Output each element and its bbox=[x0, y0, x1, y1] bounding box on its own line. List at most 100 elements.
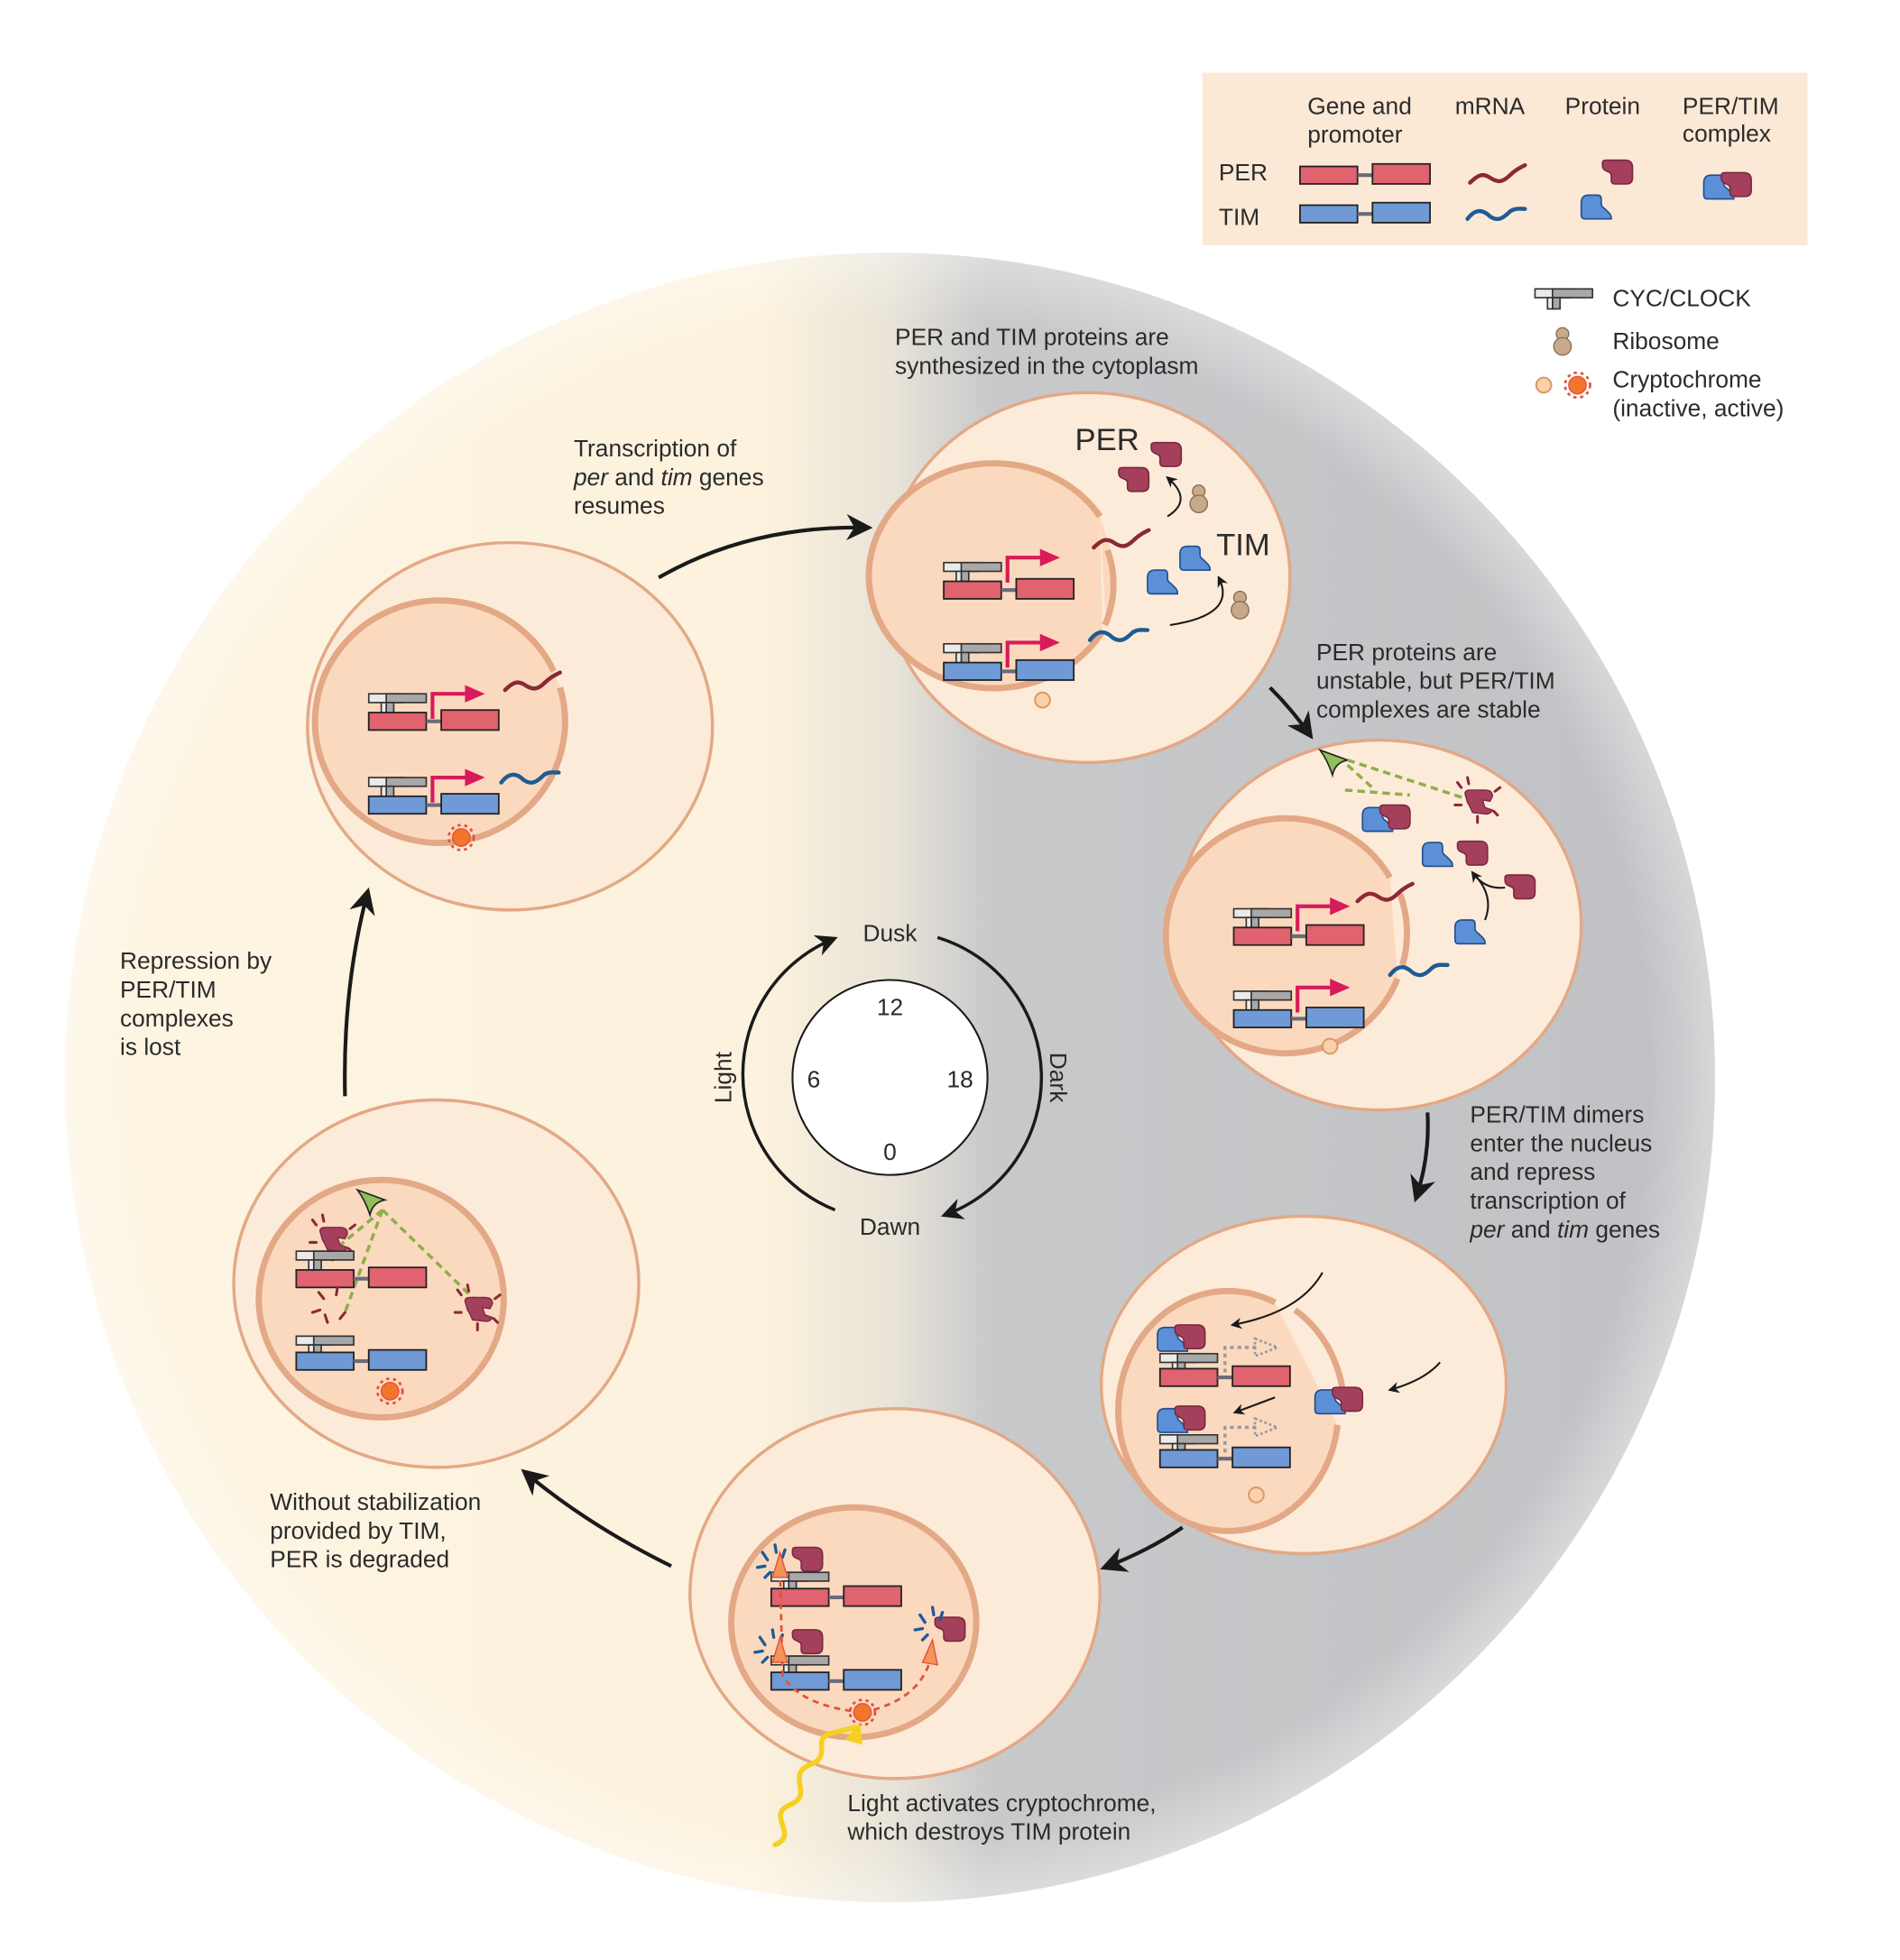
label-transcription-resumes: Transcription of per and tim genes resum… bbox=[573, 435, 764, 520]
clock-dark-label: Dark bbox=[1045, 1053, 1072, 1103]
key-cyc-clock: CYC/CLOCK bbox=[1612, 285, 1751, 312]
step-text: Without stabilization bbox=[270, 1488, 481, 1515]
step-text: PER/TIM dimers bbox=[1470, 1100, 1644, 1127]
step-text: is lost bbox=[120, 1034, 181, 1061]
legend-col-gene: Gene and bbox=[1307, 92, 1412, 119]
step-text: PER is degraded bbox=[270, 1546, 449, 1573]
step-text: per and tim genes bbox=[1469, 1216, 1660, 1243]
binding-arrow bbox=[1471, 871, 1490, 921]
gene-name-per: per bbox=[573, 464, 609, 491]
key-cryptochrome: Cryptochrome bbox=[1612, 366, 1761, 393]
nucleus bbox=[865, 460, 1105, 692]
phosphorylation-path bbox=[336, 1209, 476, 1313]
clock-hour-0: 0 bbox=[883, 1138, 897, 1165]
gene-name-tim: tim bbox=[1557, 1216, 1589, 1243]
cell-dimers-enter-nucleus bbox=[1099, 1214, 1508, 1556]
step-text: synthesized in the cytoplasm bbox=[895, 353, 1198, 380]
legend-row-per: PER bbox=[1219, 159, 1268, 186]
legend-col-complex: PER/TIM bbox=[1683, 92, 1779, 119]
arrow-to-synthesis bbox=[658, 513, 873, 580]
nuclear-envelope bbox=[1102, 548, 1117, 627]
arrow-to-nuclear-entry bbox=[1410, 1112, 1435, 1203]
legend-col-mrna: mRNA bbox=[1455, 92, 1526, 119]
cryptochrome-path bbox=[779, 1569, 863, 1714]
clock-hour-6: 6 bbox=[807, 1066, 821, 1093]
cell-light-activates-cryptochrome bbox=[688, 1407, 1102, 1848]
step-text: PER proteins are bbox=[1316, 639, 1497, 666]
cryptochrome-attack-arrow bbox=[771, 1634, 789, 1663]
day-clock: 12 6 18 0 Dusk Dawn Light Dark bbox=[710, 920, 1072, 1241]
cell-proteins-synthesized: PER TIM bbox=[865, 391, 1292, 765]
clock-dawn-label: Dawn bbox=[860, 1213, 920, 1240]
nuclear-envelope bbox=[1397, 892, 1410, 966]
legend-col-complex-2: complex bbox=[1683, 120, 1771, 147]
cryptochrome-inactive-icon bbox=[1321, 1037, 1339, 1055]
step-text: and bbox=[608, 464, 661, 491]
cryptochrome-inactive-icon bbox=[1248, 1486, 1265, 1504]
label-per-degraded: Without stabilization provided by TIM, P… bbox=[270, 1488, 481, 1573]
clock-hour-18: 18 bbox=[946, 1066, 973, 1093]
step-text: and bbox=[1504, 1216, 1557, 1243]
phosphorylation-path bbox=[1344, 759, 1471, 802]
step-text: unstable, but PER/TIM bbox=[1316, 667, 1555, 695]
arrow-to-complex-formation bbox=[1268, 686, 1314, 740]
step-text: PER and TIM proteins are bbox=[895, 324, 1169, 351]
arrow-to-per-degradation bbox=[521, 1468, 672, 1569]
step-text: genes bbox=[693, 464, 764, 491]
cell-per-unstable bbox=[1162, 738, 1583, 1112]
step-text: complexes are stable bbox=[1316, 696, 1541, 723]
legend-col-gene-2: promoter bbox=[1307, 121, 1403, 148]
label-repression-lost: Repression by PER/TIM complexes is lost bbox=[120, 947, 272, 1061]
ribosome-icon bbox=[1553, 327, 1573, 356]
step-text: complexes bbox=[120, 1005, 234, 1032]
step-text: enter the nucleus bbox=[1470, 1129, 1652, 1156]
per-fragments-icon bbox=[310, 1285, 346, 1324]
legend-row-tim: TIM bbox=[1219, 204, 1259, 231]
light-ray-icon bbox=[772, 1725, 858, 1848]
step-text: Transcription of bbox=[574, 435, 737, 462]
key-cryptochrome-2: (inactive, active) bbox=[1612, 395, 1784, 422]
cryptochrome-active-icon bbox=[1563, 371, 1591, 400]
step-text: per and tim genes bbox=[573, 464, 764, 491]
arrow-to-light-phase bbox=[1100, 1525, 1184, 1572]
cryptochrome-attack-arrow bbox=[771, 1550, 789, 1578]
cryptochrome-inactive-icon bbox=[1034, 691, 1051, 709]
label-proteins-synthesized: PER and TIM proteins are synthesized in … bbox=[895, 324, 1198, 380]
dark-phase-arrow bbox=[936, 935, 1044, 1219]
nuclear-entry-arrow bbox=[1232, 1396, 1276, 1415]
cryptochrome-inactive-icon bbox=[1535, 376, 1553, 394]
cycle-arrows bbox=[343, 513, 1435, 1572]
clock-face bbox=[791, 979, 989, 1176]
step-text: Light activates cryptochrome, bbox=[847, 1790, 1156, 1817]
ribosome-icon bbox=[1231, 590, 1250, 620]
label-light-activates-cryptochrome: Light activates cryptochrome, which dest… bbox=[846, 1790, 1156, 1845]
gene-name-per: per bbox=[1469, 1216, 1505, 1243]
ribosome-icon bbox=[1189, 484, 1209, 514]
key-ribosome: Ribosome bbox=[1612, 327, 1719, 354]
symbol-key: CYC/CLOCK Ribosome Cryptochrome (inactiv… bbox=[1534, 285, 1784, 422]
label-dimers-enter-nucleus: PER/TIM dimers enter the nucleus and rep… bbox=[1469, 1100, 1660, 1242]
translation-arrow bbox=[1166, 475, 1182, 518]
clock-light-label: Light bbox=[710, 1051, 737, 1103]
step-text: resumes bbox=[574, 492, 665, 520]
legend: Gene and promoter mRNA Protein PER/TIM c… bbox=[1202, 72, 1808, 245]
step-text: which destroys TIM protein bbox=[846, 1818, 1130, 1845]
arrow-to-transcription bbox=[343, 887, 375, 1097]
nuclear-entry-arrow bbox=[1230, 1272, 1324, 1330]
tim-label: TIM bbox=[1216, 528, 1270, 562]
light-ray-arrowhead bbox=[844, 1722, 863, 1745]
step-text: provided by TIM, bbox=[270, 1517, 446, 1544]
cryptochrome-attack-arrow bbox=[921, 1637, 939, 1666]
step-text: genes bbox=[1589, 1216, 1660, 1243]
step-text: Repression by bbox=[120, 947, 272, 974]
cell-transcription-resumes bbox=[306, 540, 715, 912]
cyc-clock-icon bbox=[1534, 288, 1593, 310]
nuclear-entry-arrow bbox=[1388, 1361, 1441, 1394]
label-per-unstable: PER proteins are unstable, but PER/TIM c… bbox=[1316, 639, 1555, 723]
cell-per-degraded bbox=[232, 1098, 641, 1469]
light-phase-arrow bbox=[741, 934, 838, 1212]
step-text: PER/TIM bbox=[120, 976, 217, 1003]
per-label: PER bbox=[1075, 423, 1139, 457]
step-text: transcription of bbox=[1470, 1187, 1626, 1214]
